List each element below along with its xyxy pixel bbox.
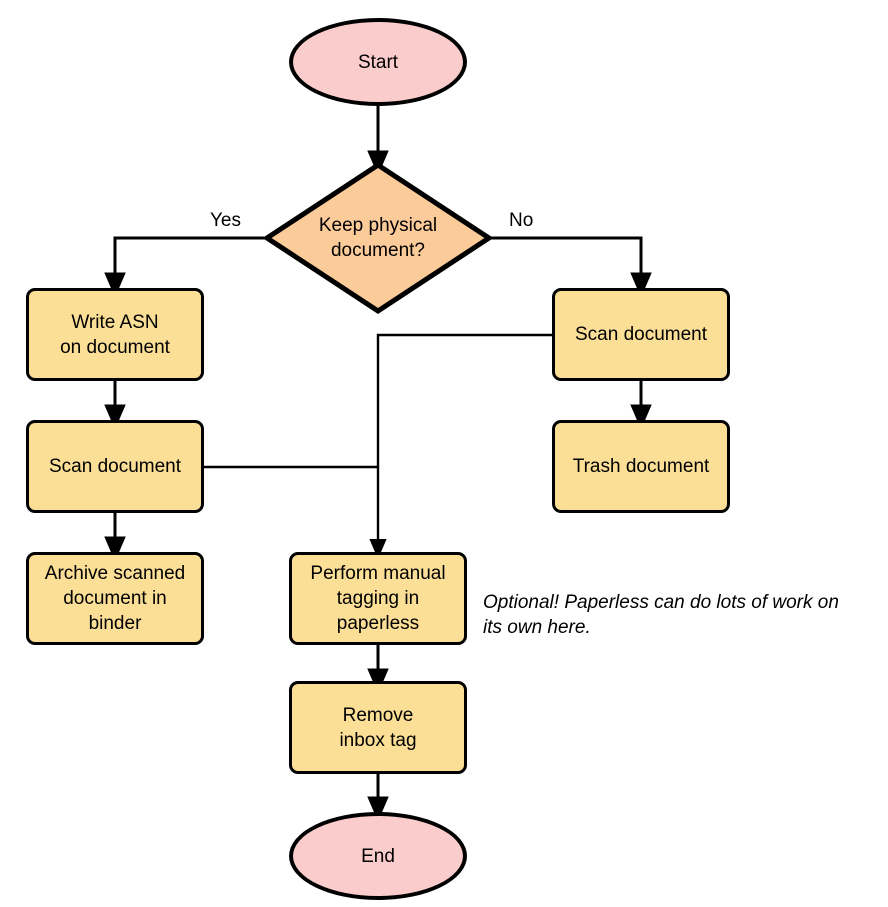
node-start-label: Start bbox=[357, 51, 399, 73]
node-remove-inbox-tag[interactable]: Remove inbox tag bbox=[289, 681, 467, 774]
node-perform-manual-tagging[interactable]: Perform manual tagging in paperless bbox=[289, 552, 467, 645]
node-scan-document-right[interactable]: Scan document bbox=[552, 288, 730, 381]
node-decision[interactable]: Keep physical document? bbox=[267, 165, 489, 311]
node-archive-scanned-document[interactable]: Archive scanned document in binder bbox=[26, 552, 204, 645]
edge-label-yes: Yes bbox=[210, 210, 241, 231]
optional-note: Optional! Paperless can do lots of work … bbox=[483, 592, 839, 638]
node-write-asn-label: Write ASN on document bbox=[60, 311, 170, 358]
node-scan-document-right-label: Scan document bbox=[574, 324, 708, 345]
node-perform-manual-tagging-label: Perform manual tagging in paperless bbox=[310, 563, 446, 634]
node-write-asn[interactable]: Write ASN on document bbox=[26, 288, 204, 381]
node-trash-document-label: Trash document bbox=[572, 456, 710, 477]
node-decision-label: Keep physical document? bbox=[318, 215, 438, 261]
edge-label-no: No bbox=[509, 210, 534, 231]
edge-decision-yes-to-write-asn bbox=[104, 236, 265, 298]
node-trash-document[interactable]: Trash document bbox=[552, 420, 730, 513]
node-scan-document-left[interactable]: Scan document bbox=[26, 420, 204, 513]
node-start[interactable]: Start bbox=[289, 18, 467, 106]
edge-scan-right-to-tagging bbox=[369, 333, 552, 560]
edge-decision-no-to-scan-right bbox=[491, 236, 652, 298]
node-remove-inbox-tag-label: Remove inbox tag bbox=[339, 704, 417, 751]
decision-diamond-shape bbox=[262, 162, 494, 314]
node-end[interactable]: End bbox=[289, 812, 467, 900]
node-scan-document-left-label: Scan document bbox=[48, 456, 182, 477]
node-end-label: End bbox=[361, 845, 395, 867]
node-archive-scanned-document-label: Archive scanned document in binder bbox=[44, 563, 186, 634]
